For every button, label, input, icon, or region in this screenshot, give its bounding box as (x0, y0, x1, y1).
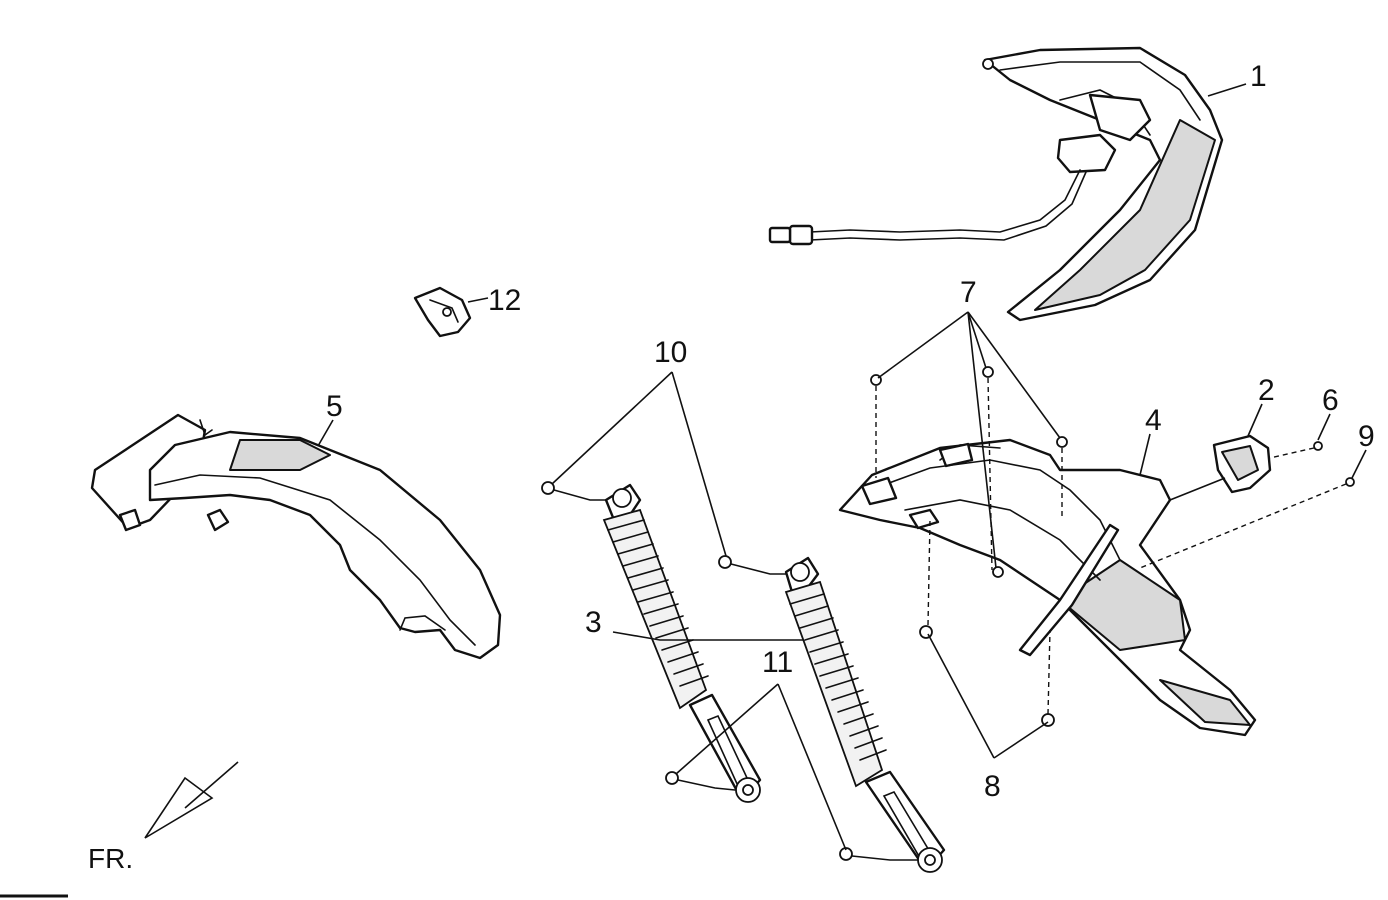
part-4-rear-fender (838, 438, 1257, 737)
callout-3: 3 (585, 606, 602, 639)
leader-lines (317, 83, 1367, 851)
part-10-bolts (541, 481, 787, 575)
part-11-bolts (665, 771, 919, 861)
callout-4: 4 (1145, 404, 1162, 437)
callout-2: 2 (1258, 374, 1275, 407)
front-direction-arrow: FR. (88, 761, 239, 874)
callout-9: 9 (1358, 420, 1375, 453)
callout-12: 12 (488, 284, 521, 317)
callout-5: 5 (326, 390, 343, 423)
callout-10: 10 (654, 336, 687, 369)
small-screws (870, 366, 1355, 727)
front-direction-label: FR. (88, 843, 133, 874)
callout-7: 7 (960, 276, 977, 309)
part-12-clip (413, 286, 472, 338)
part-3-shock-absorber-right (784, 556, 946, 873)
callout-11: 11 (762, 646, 793, 679)
callout-1: 1 (1250, 60, 1267, 93)
part-1-tail-light (768, 46, 1224, 322)
callout-labels: 1 2 3 4 5 6 7 8 9 10 11 12 (326, 60, 1375, 803)
callout-8: 8 (984, 770, 1001, 803)
part-5-front-fender (90, 413, 502, 660)
part-3-shock-absorber-left (602, 483, 762, 803)
callout-6: 6 (1322, 384, 1339, 417)
part-2-reflector (1212, 434, 1272, 494)
